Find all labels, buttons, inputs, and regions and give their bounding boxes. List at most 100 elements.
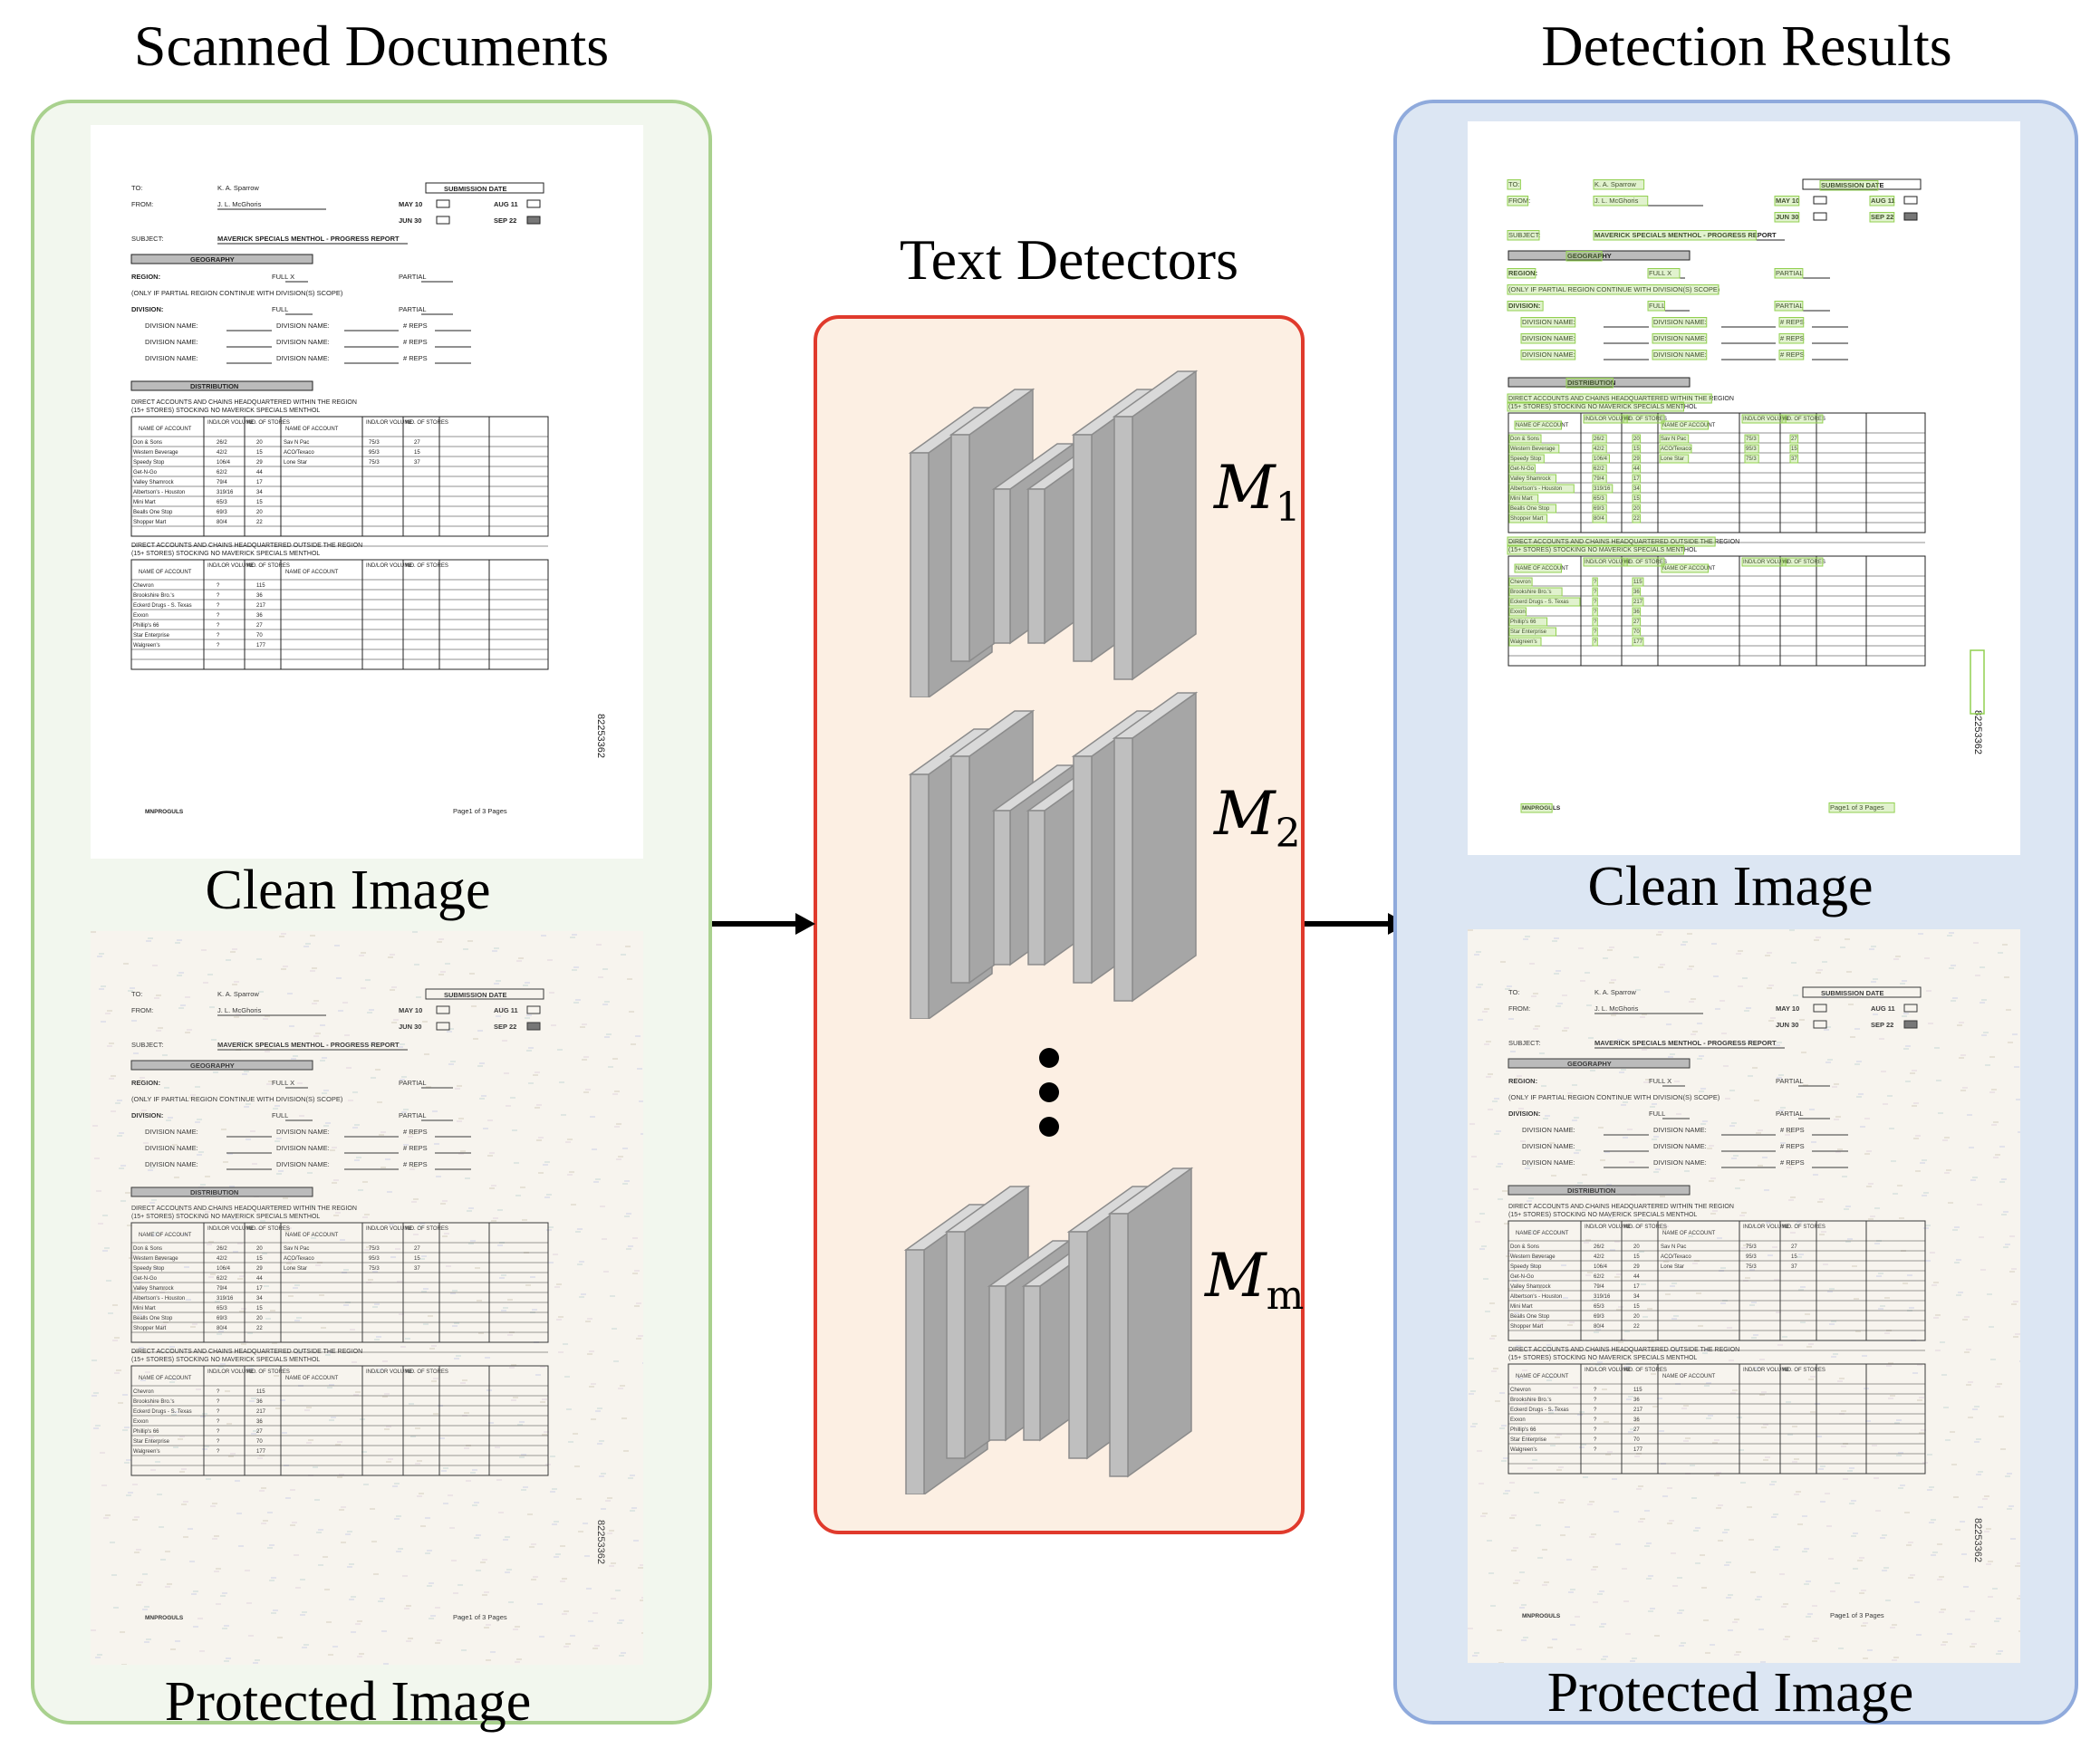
subject-label: SUBJECT: bbox=[131, 1041, 163, 1049]
detection-box bbox=[1661, 420, 1709, 430]
model-1-symbol: M bbox=[1214, 453, 1276, 523]
reps-label: # REPS bbox=[1780, 1158, 1805, 1167]
table-cell: Walgreen's bbox=[1510, 1447, 1537, 1453]
table-cell: 29 bbox=[1633, 456, 1640, 462]
doc-number: 82253362 bbox=[1972, 1518, 1983, 1562]
table-cell: 75/3 bbox=[1746, 1264, 1757, 1270]
division-name-label: DIVISION NAME: bbox=[1522, 318, 1575, 326]
geography-label: GEOGRAPHY bbox=[1567, 252, 1612, 260]
detection-box bbox=[1869, 196, 1895, 207]
partial-label: PARTIAL bbox=[399, 1079, 427, 1087]
table-cell: 20 bbox=[1633, 1244, 1640, 1250]
table-cell: 42/2 bbox=[1594, 447, 1604, 452]
full-label: FULL X bbox=[1649, 1077, 1671, 1085]
ellipsis-dot bbox=[1039, 1082, 1059, 1102]
table-cell: Albertson's - Houston bbox=[133, 1296, 185, 1302]
to-value: K. A. Sparrow bbox=[217, 990, 259, 998]
table-cell: 29 bbox=[256, 1266, 263, 1272]
detection-box bbox=[1507, 393, 1712, 404]
subject-value: MAVERICK SPECIALS MENTHOL - PROGRESS REP… bbox=[217, 1041, 400, 1049]
detection-box bbox=[1508, 444, 1560, 454]
detection-box bbox=[1565, 378, 1614, 389]
table-cell: Chevron bbox=[1510, 1388, 1531, 1393]
table-cell: 26/2 bbox=[217, 1246, 227, 1252]
table-title: DIRECT ACCOUNTS AND CHAINS HEADQUARTERED… bbox=[1508, 539, 1739, 545]
table-cell: 62/2 bbox=[217, 1276, 227, 1282]
table-cell: Get-N-Go bbox=[1510, 1274, 1535, 1280]
from-label: FROM: bbox=[1508, 1004, 1530, 1013]
detector-model-2 bbox=[908, 691, 1199, 1019]
table-cell: 217 bbox=[256, 603, 266, 609]
region-label: REGION: bbox=[1508, 1077, 1537, 1085]
detection-box bbox=[1508, 587, 1563, 597]
detection-box bbox=[1508, 577, 1533, 587]
from-value: J. L. McGhoris bbox=[1594, 197, 1639, 205]
detection-box bbox=[1659, 444, 1692, 454]
footer-right: Page1 of 3 Pages bbox=[453, 807, 507, 815]
detection-box bbox=[1632, 444, 1642, 454]
subject-value: MAVERICK SPECIALS MENTHOL - PROGRESS REP… bbox=[1594, 231, 1777, 239]
table-cell: 69/3 bbox=[1594, 1314, 1604, 1320]
detection-box bbox=[1508, 454, 1545, 464]
right-clean-caption: Clean Image bbox=[1587, 856, 1874, 918]
detection-box bbox=[1565, 251, 1603, 262]
detection-box bbox=[1593, 179, 1645, 190]
detection-box bbox=[1507, 544, 1684, 555]
table-cell: 20 bbox=[256, 510, 263, 515]
date-text: JUN 30 bbox=[1776, 213, 1798, 221]
table-cell: ? bbox=[1594, 600, 1597, 605]
from-label: FROM: bbox=[131, 1006, 153, 1014]
table-cell: 62/2 bbox=[1594, 1274, 1604, 1280]
column-header: NAME OF ACCOUNT bbox=[1662, 423, 1716, 428]
table-cell: 36 bbox=[1633, 610, 1640, 615]
table-cell: Walgreen's bbox=[133, 1449, 160, 1455]
detection-box bbox=[1632, 597, 1644, 607]
footer-left: MNPROGULS bbox=[145, 809, 184, 815]
table-cell: 177 bbox=[1633, 639, 1643, 645]
table-cell: 27 bbox=[1791, 437, 1797, 442]
table-cell: 80/4 bbox=[1594, 516, 1604, 522]
detection-box bbox=[1652, 333, 1708, 344]
table-cell: ? bbox=[217, 623, 220, 629]
table-cell: 36 bbox=[256, 613, 263, 619]
table-cell: 95/3 bbox=[1746, 1254, 1757, 1260]
table-cell: 106/4 bbox=[1594, 1264, 1608, 1270]
partial-label: PARTIAL bbox=[399, 273, 427, 281]
table-cell: ? bbox=[217, 583, 220, 589]
table-cell: ACO/Texaco bbox=[284, 1256, 314, 1262]
table-cell: 34 bbox=[256, 490, 263, 495]
table-cell: 69/3 bbox=[217, 1316, 227, 1321]
table-cell: 26/2 bbox=[217, 440, 227, 446]
detection-box bbox=[1507, 536, 1716, 547]
table-cell: Mini Mart bbox=[1510, 1304, 1533, 1310]
table-cell: 27 bbox=[1633, 1427, 1640, 1433]
table-cell: Valley Shamrock bbox=[133, 480, 175, 485]
division-label: DIVISION: bbox=[1508, 1110, 1540, 1118]
table-cell: Bealls One Stop bbox=[1510, 1314, 1550, 1320]
table-cell: Brookshire Bro.'s bbox=[133, 1399, 175, 1405]
table-cell: 79/4 bbox=[217, 480, 227, 485]
detection-box bbox=[1744, 434, 1759, 444]
table-cell: 27 bbox=[414, 440, 420, 446]
region-label: REGION: bbox=[1508, 269, 1537, 277]
division-name-label: DIVISION NAME: bbox=[145, 338, 198, 346]
table-cell: ? bbox=[217, 1429, 220, 1435]
geography-label: GEOGRAPHY bbox=[190, 255, 235, 264]
table-cell: Mini Mart bbox=[133, 500, 156, 505]
reps-label: # REPS bbox=[1780, 334, 1805, 342]
table-cell: Walgreen's bbox=[133, 643, 160, 649]
table-cell: Sav N Pac bbox=[284, 440, 309, 446]
table-cell: Phillip's 66 bbox=[1510, 1427, 1536, 1433]
table-cell: Valley Shamrock bbox=[1510, 476, 1552, 482]
detection-box bbox=[1774, 268, 1804, 279]
table-cell: Don & Sons bbox=[1510, 1244, 1539, 1250]
table-cell: ? bbox=[1594, 1447, 1597, 1453]
table-cell: 34 bbox=[1633, 1294, 1640, 1300]
conv-layer-block bbox=[1112, 691, 1199, 1003]
table-cell: 15 bbox=[256, 1256, 263, 1262]
table-cell: 75/3 bbox=[369, 440, 380, 446]
table-cell: Speedy Stop bbox=[133, 460, 165, 466]
table-cell: Lone Star bbox=[1661, 456, 1684, 462]
conv-layer-block bbox=[1112, 370, 1199, 681]
